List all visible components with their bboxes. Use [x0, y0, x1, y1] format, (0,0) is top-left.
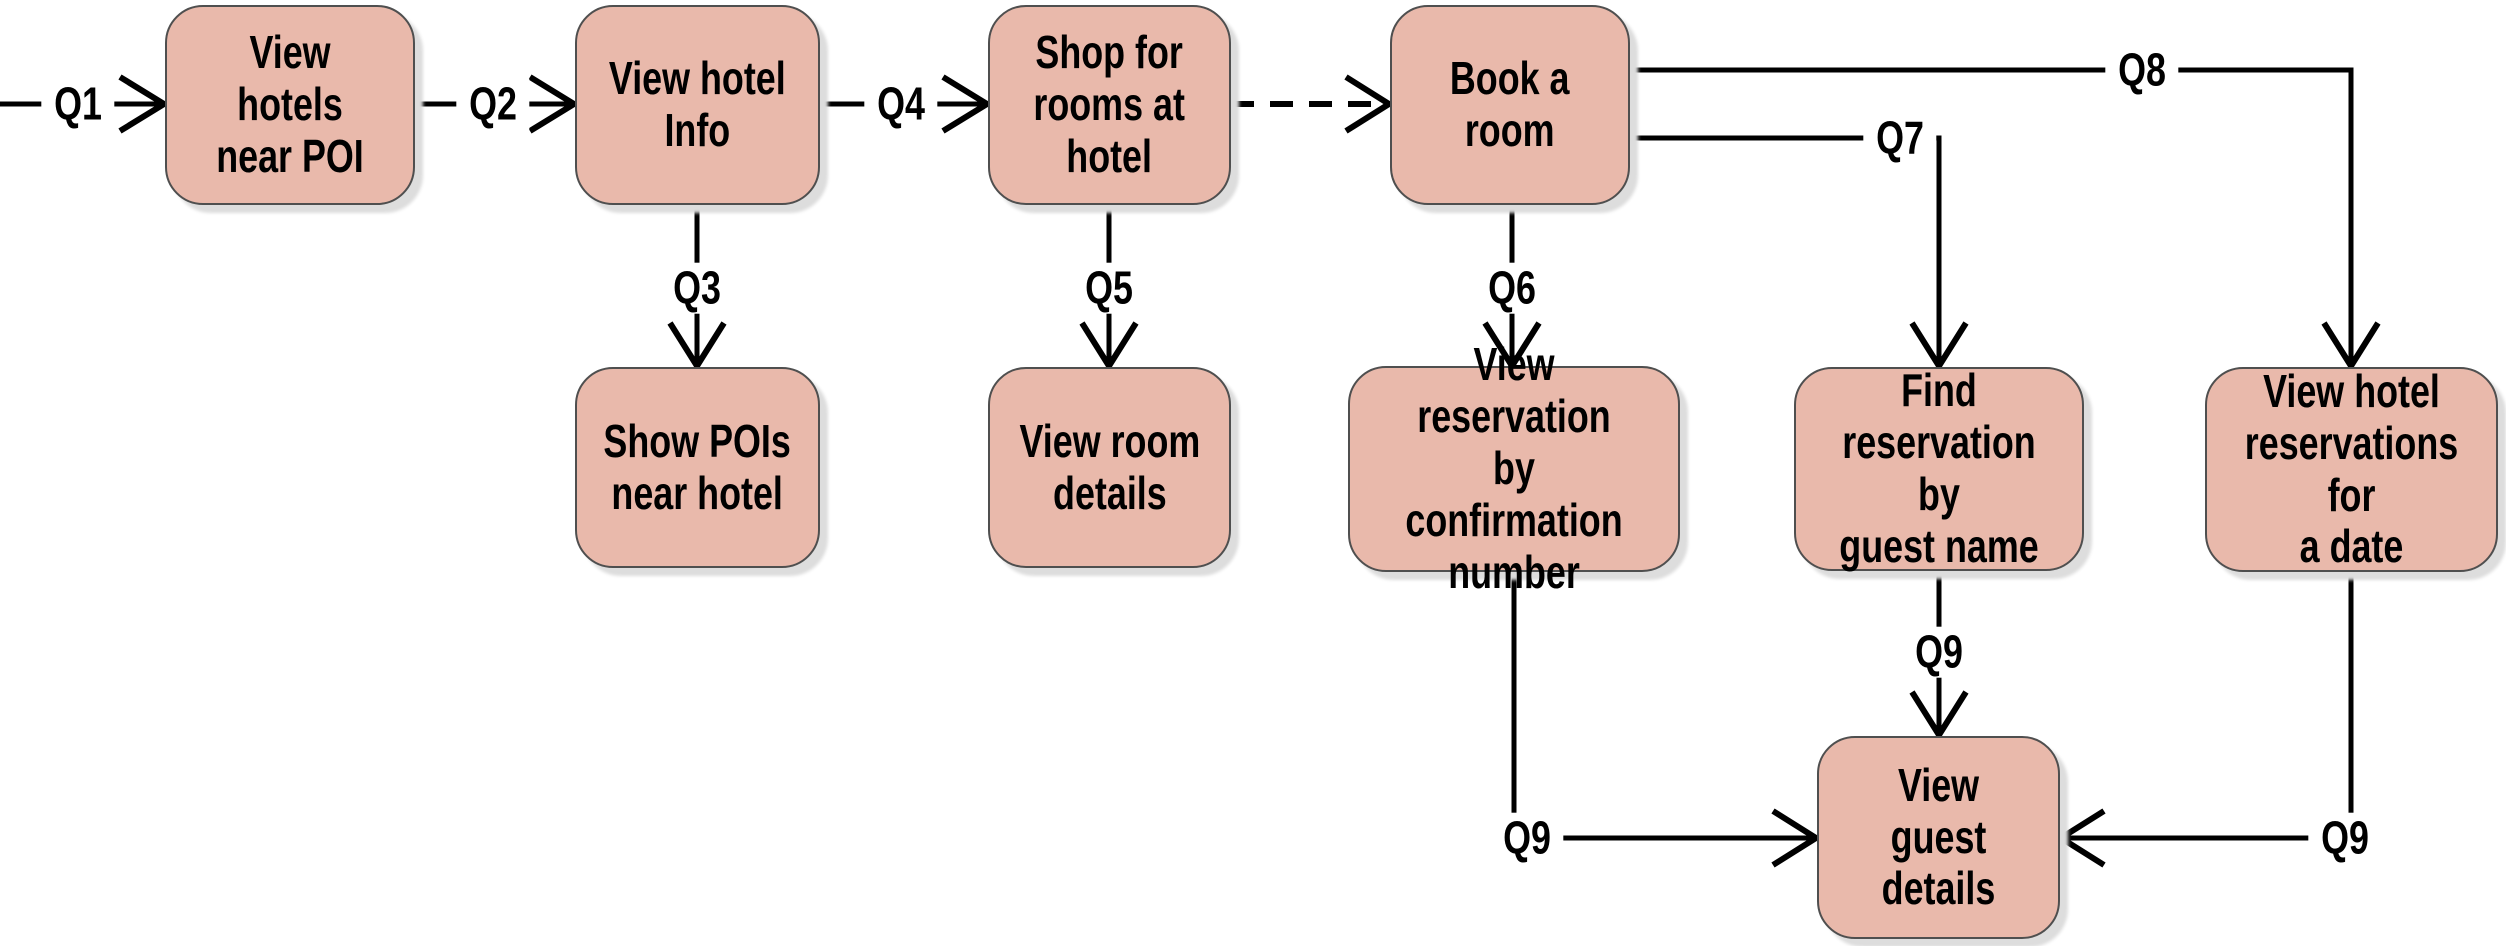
node-label: View guest details — [1881, 758, 1996, 915]
edge-label-q5: Q5 — [1072, 261, 1146, 314]
node-label: Book a room — [1450, 52, 1570, 156]
node-label: View reservation by confirmation number — [1405, 338, 1623, 598]
edge-label-q3: Q3 — [660, 261, 734, 314]
edge-label-text: Q5 — [1085, 261, 1133, 314]
edge-label-q9-confirmation-number: Q9 — [1490, 811, 1564, 864]
edge-label-text: Q8 — [2118, 43, 2166, 96]
node-label: Show POIs near hotel — [603, 414, 792, 519]
node-view-hotel-reservations-for-a-date: View hotel reservations for a date — [2205, 364, 2498, 573]
edge-label-text: Q6 — [1488, 261, 1536, 314]
edge-q9a-arrowhead — [1909, 690, 1969, 741]
edge-q8-line — [1630, 67, 2354, 362]
edge-q2-arrowhead — [528, 74, 580, 134]
edge-label-text: Q9 — [1915, 625, 1963, 678]
edge-q4-arrowhead — [941, 74, 993, 134]
node-shop-for-rooms-at-hotel: Shop for rooms at hotel — [988, 5, 1231, 205]
edge-label-q4: Q4 — [864, 77, 938, 130]
node-label: View hotels near POI — [216, 26, 364, 182]
edge-q3-arrowhead — [667, 321, 727, 372]
node-view-hotel-info: View hotel Info — [575, 5, 820, 205]
edge-q1-arrowhead — [118, 74, 170, 134]
edge-label-q1: Q1 — [41, 77, 115, 130]
edge-q7 — [1630, 135, 1969, 372]
edge-label-q8: Q8 — [2105, 43, 2179, 96]
edge-label-text: Q9 — [2321, 811, 2369, 864]
node-book-a-room: Book a room — [1390, 5, 1630, 205]
edge-label-text: Q1 — [54, 77, 102, 130]
edge-label-q7: Q7 — [1863, 111, 1937, 164]
node-label: View hotel Info — [609, 52, 786, 156]
edge-label-q9-reservations-date: Q9 — [2308, 811, 2382, 864]
edge-dashed-arrowhead — [1344, 74, 1395, 134]
edge-q9b-line — [1511, 572, 1812, 841]
edge-q8-arrowhead — [2321, 321, 2381, 372]
edge-q7-line — [1630, 135, 1942, 362]
edge-label-text: Q7 — [1876, 111, 1924, 164]
node-label: Find reservation by guest name — [1839, 364, 2039, 572]
edge-label-q6: Q6 — [1475, 261, 1549, 314]
node-label: View hotel reservations for a date — [2244, 364, 2459, 573]
edge-label-text: Q3 — [673, 261, 721, 314]
edge-q5-arrowhead — [1079, 321, 1139, 372]
edge-q9b-arrowhead — [1771, 808, 1822, 868]
node-find-reservation-by-guest-name: Find reservation by guest name — [1794, 364, 2084, 572]
edge-label-text: Q2 — [469, 77, 517, 130]
node-show-pois-near-hotel: Show POIs near hotel — [575, 367, 820, 568]
node-view-room-details: View room details — [988, 367, 1231, 568]
edge-label-q9-find-reservation: Q9 — [1902, 625, 1976, 678]
node-view-guest-details: View guest details — [1817, 736, 2060, 939]
edge-q9c-line — [2065, 572, 2354, 841]
edge-q7-arrowhead — [1909, 321, 1969, 372]
edge-q8 — [1630, 67, 2381, 372]
edge-label-q2: Q2 — [456, 77, 530, 130]
node-label: View room details — [1019, 414, 1200, 519]
node-view-hotels-near-poi: View hotels near POI — [165, 5, 415, 205]
node-view-reservation-by-confirmation-number: View reservation by confirmation number — [1348, 338, 1680, 598]
edge-shop-to-book-dashed — [1231, 74, 1395, 134]
edge-label-text: Q4 — [877, 77, 925, 130]
node-label: Shop for rooms at hotel — [1033, 26, 1186, 182]
edge-q9c-arrowhead — [2055, 808, 2106, 868]
edge-label-text: Q9 — [1503, 811, 1551, 864]
